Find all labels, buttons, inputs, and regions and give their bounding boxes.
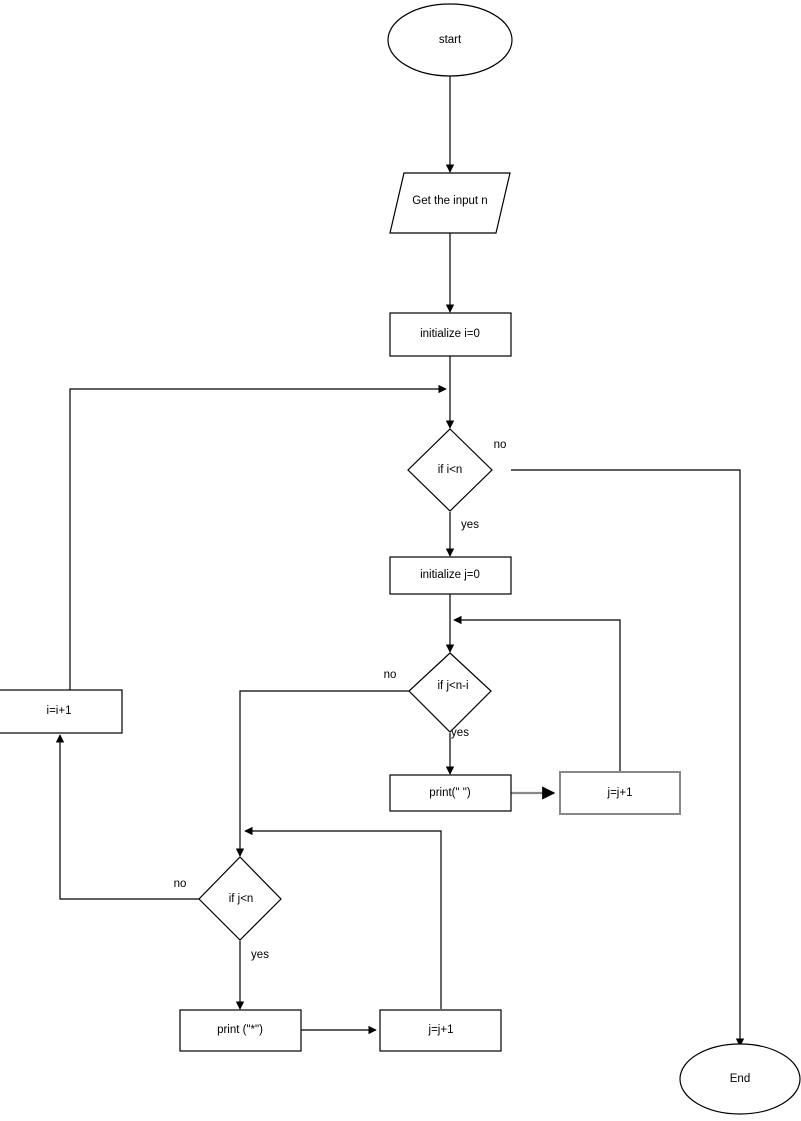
edge-label-if-j-yes: yes	[251, 949, 269, 961]
node-init-i[interactable]	[389, 312, 512, 357]
node-print-star-label: print ("*")	[217, 1024, 263, 1036]
node-if-j-lt-n-minus-i[interactable]	[408, 652, 492, 733]
node-if-j-lt-n[interactable]	[198, 856, 282, 941]
node-if-j-lt-n-label: if j<n	[229, 893, 254, 905]
edge-j-inc-1-to-if-j-ni	[453, 615, 621, 772]
node-init-j[interactable]	[389, 556, 512, 595]
node-end-label: End	[730, 1073, 750, 1085]
edge-label-if-j-ni-no: no	[384, 669, 397, 681]
node-init-i-label: initialize i=0	[420, 328, 480, 340]
node-j-inc-inner[interactable]	[559, 771, 681, 815]
node-j-inc-inner-label: j=j+1	[607, 787, 633, 799]
edge-i-inc-to-if-i	[69, 384, 447, 733]
node-end[interactable]	[679, 1043, 801, 1115]
node-init-j-label: initialize j=0	[420, 569, 480, 581]
node-print-space[interactable]	[389, 774, 512, 812]
node-input-n-label: Get the input n	[412, 195, 487, 207]
edge-label-if-j-ni-yes: yes	[451, 727, 469, 739]
node-if-j-lt-n-minus-i-label: if j<n-i	[438, 680, 469, 692]
edge-if-i-no-to-end	[511, 469, 745, 1047]
node-start[interactable]	[387, 3, 513, 77]
node-j-inc-outer[interactable]	[379, 1009, 502, 1052]
node-print-star[interactable]	[179, 1009, 302, 1052]
edge-if-j-no-to-i-inc	[55, 734, 199, 900]
node-input-n[interactable]	[389, 172, 511, 234]
node-if-i-lt-n-label: if i<n	[438, 464, 463, 476]
edge-if-j-ni-no-to-if-j	[235, 690, 409, 857]
edge-label-if-i-no: no	[494, 439, 507, 451]
edge-label-if-j-no: no	[174, 878, 187, 890]
node-if-i-lt-n[interactable]	[407, 428, 493, 512]
node-start-label: start	[439, 34, 462, 46]
edge-j-inc-2-to-if-j	[244, 826, 442, 1009]
node-i-inc[interactable]	[0, 689, 123, 734]
node-i-inc-label: i=i+1	[47, 705, 72, 717]
edge-label-if-i-yes: yes	[461, 519, 479, 531]
node-j-inc-outer-label: j=j+1	[428, 1024, 454, 1036]
node-print-space-label: print(" ")	[429, 787, 471, 799]
